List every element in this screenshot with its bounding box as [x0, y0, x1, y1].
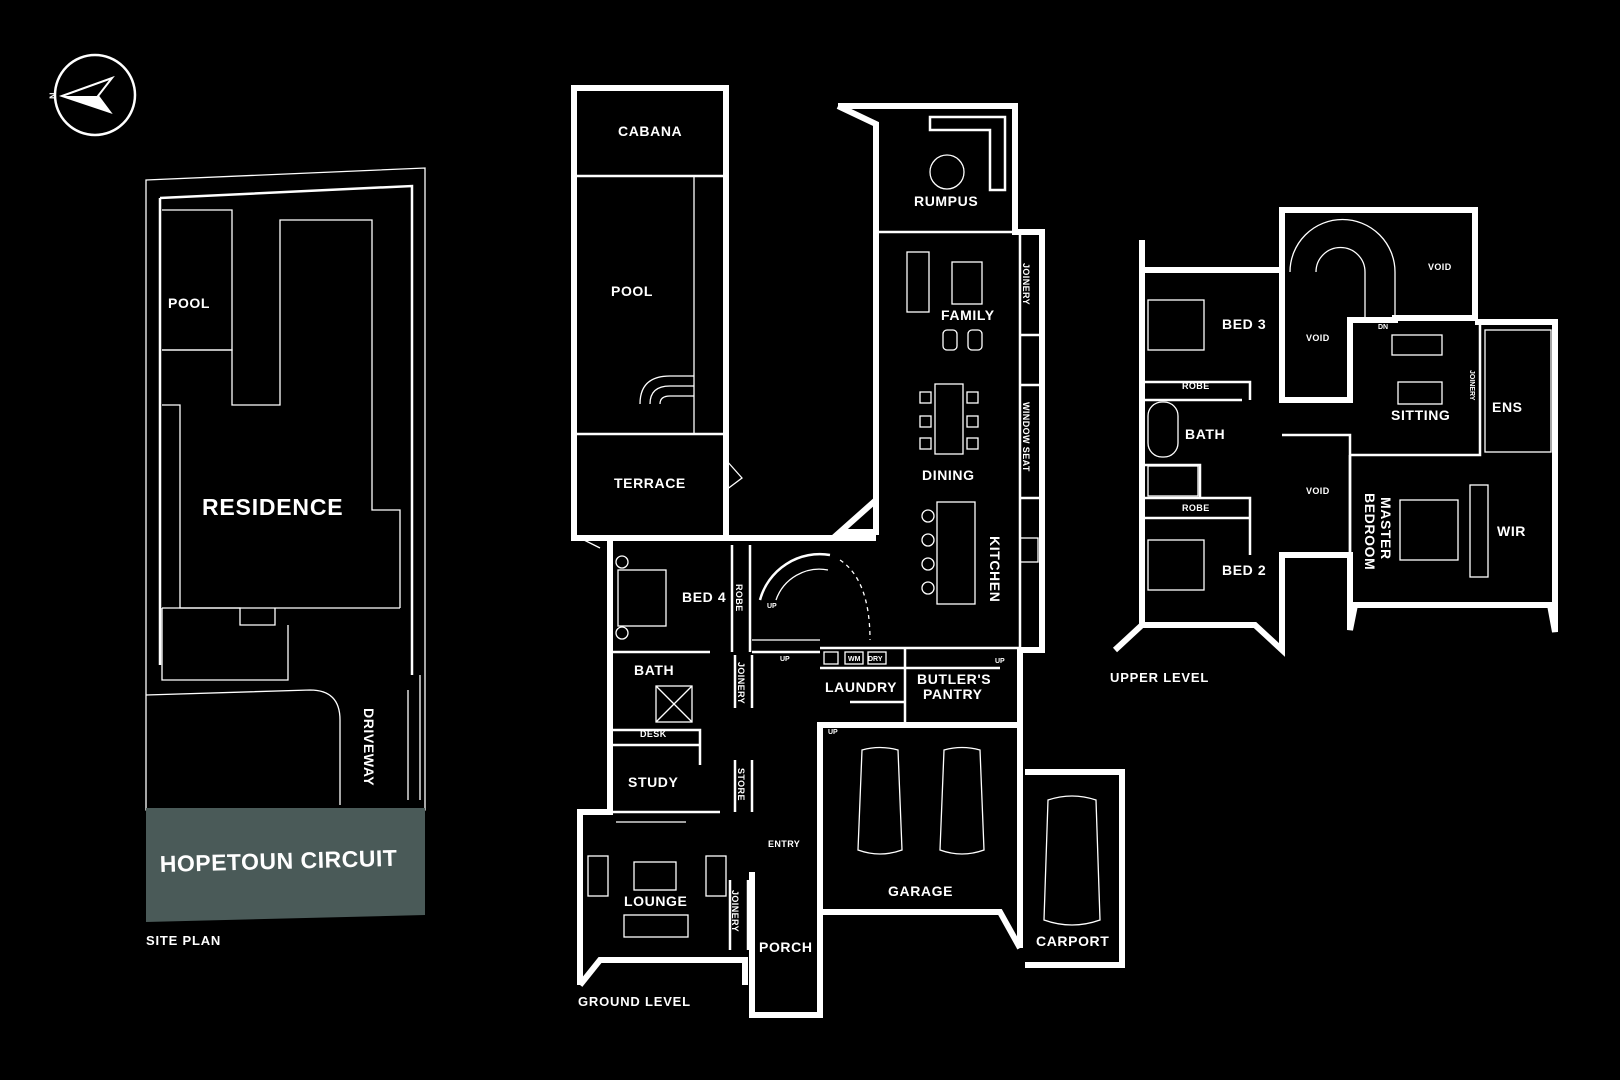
compass-north-label: N [48, 92, 58, 99]
upper-robe-label-2: ROBE [1182, 503, 1210, 513]
bed4-robe-label: ROBE [734, 584, 744, 612]
wir-label: WIR [1497, 523, 1526, 539]
ground-level-plan: CABANA POOL TERRACE RUMPUS FAMILY DINING… [571, 85, 1125, 1018]
rumpus-label: RUMPUS [914, 193, 978, 209]
family-label: FAMILY [941, 307, 995, 323]
upper-joinery-label: JOINERY [1468, 370, 1475, 401]
stair-up-label-3: UP [995, 658, 1005, 665]
window-seat-label: WINDOW SEAT [1021, 402, 1031, 472]
bed3-label: BED 3 [1222, 316, 1266, 332]
sitting-label: SITTING [1391, 407, 1450, 423]
upper-robe-label-1: ROBE [1182, 381, 1210, 391]
butlers-label-line1: BUTLER'S [917, 671, 991, 687]
north-compass-icon: N [48, 53, 137, 137]
bed4-label: BED 4 [682, 589, 726, 605]
family-joinery-label: JOINERY [1021, 263, 1031, 305]
ground-pool-label: POOL [611, 283, 653, 299]
store-label: STORE [736, 768, 746, 801]
site-driveway-label: DRIVEWAY [361, 708, 377, 786]
ground-bath-label: BATH [634, 662, 674, 678]
master-label-line2: BEDROOM [1362, 493, 1378, 570]
wm-label: WM [848, 656, 861, 663]
porch-label: PORCH [759, 939, 813, 955]
site-residence-label: RESIDENCE [202, 494, 343, 520]
ens-label: ENS [1492, 399, 1523, 415]
study-label: STUDY [628, 774, 679, 790]
street-name-label: HOPETOUN CIRCUIT [159, 845, 397, 877]
void-label-3: VOID [1306, 486, 1330, 496]
street-band [146, 808, 425, 922]
lounge-joinery-label: JOINERY [730, 890, 740, 932]
void-label-2: VOID [1306, 333, 1330, 343]
stair-dn-label: DN [1378, 324, 1388, 331]
laundry-label: LAUNDRY [825, 679, 897, 695]
entry-label: ENTRY [768, 839, 800, 849]
upper-level-plan: BED 3 ROBE BATH ROBE BED 2 VOID VOID VOI… [1110, 207, 1558, 685]
stair-up-label-4: UP [828, 729, 838, 736]
upper-level-caption: UPPER LEVEL [1110, 670, 1209, 685]
site-plan: POOL RESIDENCE DRIVEWAY HOPETOUN CIRCUIT… [145, 167, 426, 948]
dry-label: DRY [868, 656, 883, 663]
dining-label: DINING [922, 467, 975, 483]
lounge-label: LOUNGE [624, 893, 688, 909]
terrace-label: TERRACE [614, 475, 686, 491]
upper-bath-label: BATH [1185, 426, 1225, 442]
stair-up-label-1: UP [767, 603, 777, 610]
master-label-line1: MASTER [1378, 497, 1394, 560]
carport-label: CARPORT [1036, 933, 1109, 949]
void-label-1: VOID [1428, 262, 1452, 272]
site-pool-label: POOL [168, 295, 210, 311]
bed2-label: BED 2 [1222, 562, 1266, 578]
garage-label: GARAGE [888, 883, 953, 899]
site-plan-caption: SITE PLAN [146, 933, 221, 948]
desk-label: DESK [640, 729, 667, 739]
stair-up-label-2: UP [780, 656, 790, 663]
butlers-label-line2: PANTRY [923, 686, 983, 702]
hall-joinery-label: JOINERY [736, 662, 746, 704]
cabana-label: CABANA [618, 123, 682, 139]
ground-level-caption: GROUND LEVEL [578, 994, 691, 1009]
kitchen-label: KITCHEN [987, 536, 1003, 602]
